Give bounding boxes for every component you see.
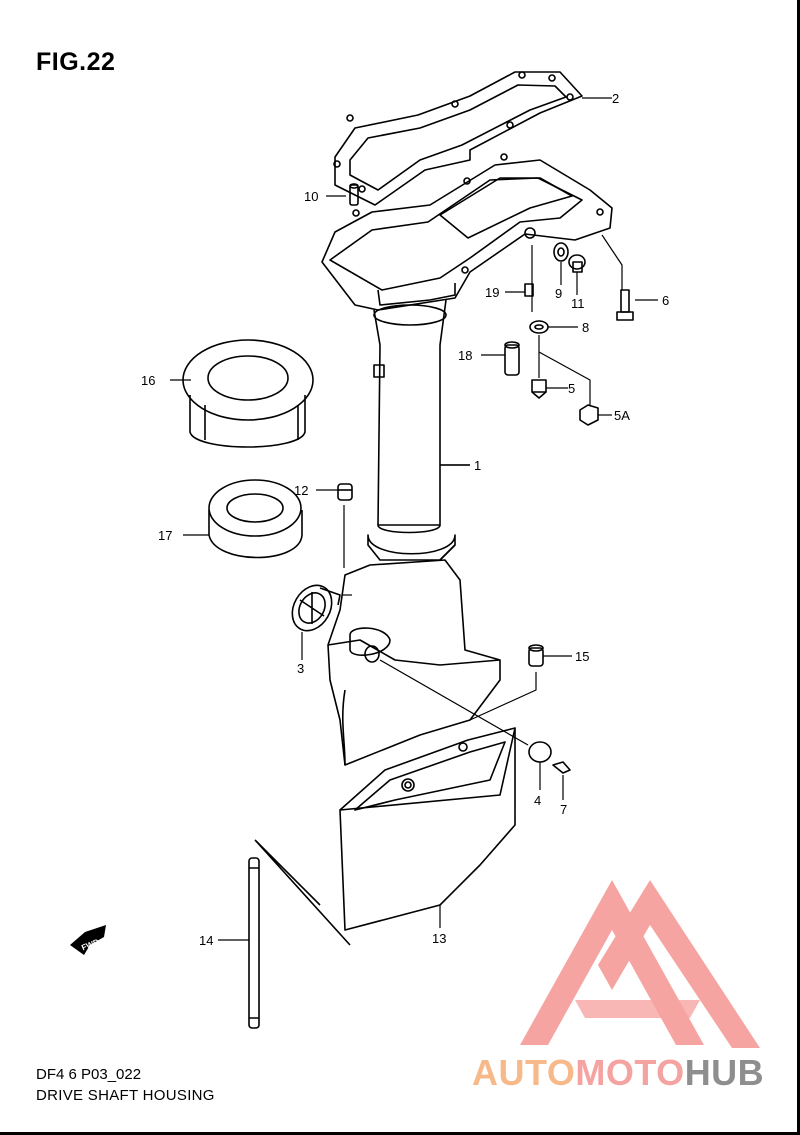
screw-part-19 (524, 283, 534, 297)
callout-19: 19 (485, 285, 499, 300)
figure-title: FIG.22 (36, 48, 116, 76)
callout-3: 3 (297, 661, 304, 676)
lower-cover-part-13 (254, 727, 516, 946)
watermark-triangle (520, 880, 760, 1048)
watermark-brand: AUTOMOTOHUB (472, 1052, 764, 1094)
plug-part-18 (504, 341, 520, 376)
callout-17: 17 (158, 528, 172, 543)
grommet-on-housing (364, 645, 380, 663)
callout-2: 2 (612, 91, 619, 106)
callout-8: 8 (582, 320, 589, 335)
callout-12: 12 (294, 483, 308, 498)
callout-7: 7 (560, 802, 567, 817)
seal-part-17 (208, 479, 303, 559)
callout-10: 10 (304, 189, 318, 204)
callout-11: 11 (571, 296, 585, 311)
nut-part-5a (579, 404, 599, 426)
callout-5: 5 (568, 381, 575, 396)
stud-part-14 (248, 857, 260, 1029)
figure-caption: DRIVE SHAFT HOUSING (36, 1087, 215, 1104)
callout-4: 4 (534, 793, 541, 808)
plate-part-3 (291, 584, 341, 632)
callout-16: 16 (141, 373, 155, 388)
housing-top-flange (321, 153, 613, 311)
watermark-hub: HUB (684, 1052, 765, 1093)
part-code: DF4 6 P03_022 (36, 1066, 142, 1083)
watermark-auto: AUTO (472, 1052, 576, 1093)
bushing-part-16 (182, 339, 314, 448)
frame-right-edge (797, 0, 800, 1135)
lower-housing (327, 534, 501, 766)
callout-9: 9 (555, 286, 562, 301)
plug-part-11 (568, 254, 586, 273)
callout-18: 18 (458, 348, 472, 363)
callout-13: 13 (432, 931, 446, 946)
fwd-arrow-icon (70, 925, 106, 955)
gasket-part-2 (333, 71, 583, 206)
pin-part-10 (349, 183, 359, 206)
callout-labels: 1 2 3 4 5 5A 6 7 8 9 10 11 12 13 14 15 1… (80, 91, 669, 952)
frame-bottom-edge (0, 1132, 800, 1135)
grommet-part-4 (528, 741, 552, 763)
callout-14: 14 (199, 933, 213, 948)
watermark-moto: MOTO (575, 1052, 685, 1093)
callout-1: 1 (474, 458, 481, 473)
leader-lines (170, 97, 658, 941)
callout-15: 15 (575, 649, 589, 664)
callout-5a: 5A (614, 408, 630, 423)
nut-part-5 (531, 379, 547, 399)
drive-shaft-tube-part-1 (373, 299, 470, 534)
collar-part-15 (528, 644, 544, 667)
callout-6: 6 (662, 293, 669, 308)
cap-part-12 (337, 483, 353, 501)
washer-part-9 (553, 242, 569, 262)
washer-part-8 (529, 320, 549, 334)
bolt-part-6 (616, 289, 634, 321)
screw-part-7 (552, 761, 571, 774)
